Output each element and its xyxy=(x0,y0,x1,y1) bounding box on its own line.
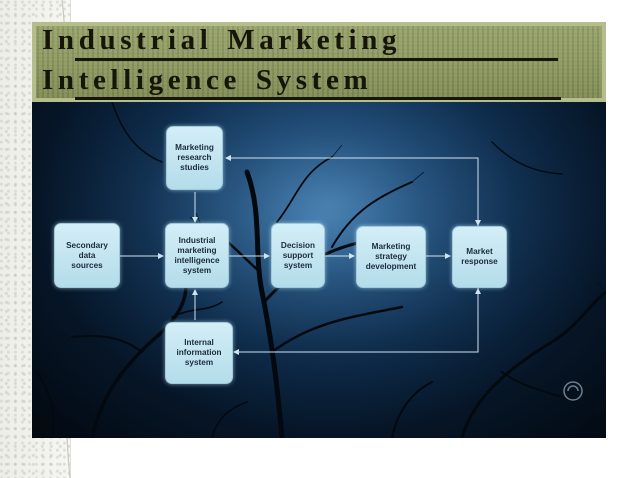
node-market-response: Market response xyxy=(452,226,507,288)
flow-arrows xyxy=(120,155,481,355)
slide-title-line-1: Industrial Marketing xyxy=(42,24,402,56)
node-secondary-data-sources: Secondary data sources xyxy=(54,223,120,288)
node-industrial-marketing-intelligence-system: Industrial marketing intelligence system xyxy=(165,223,229,288)
diagram-panel: Marketing research studies Secondary dat… xyxy=(32,102,606,438)
node-internal-information-system: Internal information system xyxy=(165,322,233,384)
photographer-logo-icon xyxy=(563,381,583,401)
node-decision-support-system: Decision support system xyxy=(271,223,325,288)
slide-title-line-2: Intelligence System xyxy=(42,64,373,96)
node-marketing-research-studies: Marketing research studies xyxy=(166,126,223,190)
node-marketing-strategy-development: Marketing strategy development xyxy=(356,226,426,288)
title-banner xyxy=(32,22,606,102)
title-underline-1 xyxy=(75,58,558,61)
title-underline-2 xyxy=(75,97,561,100)
